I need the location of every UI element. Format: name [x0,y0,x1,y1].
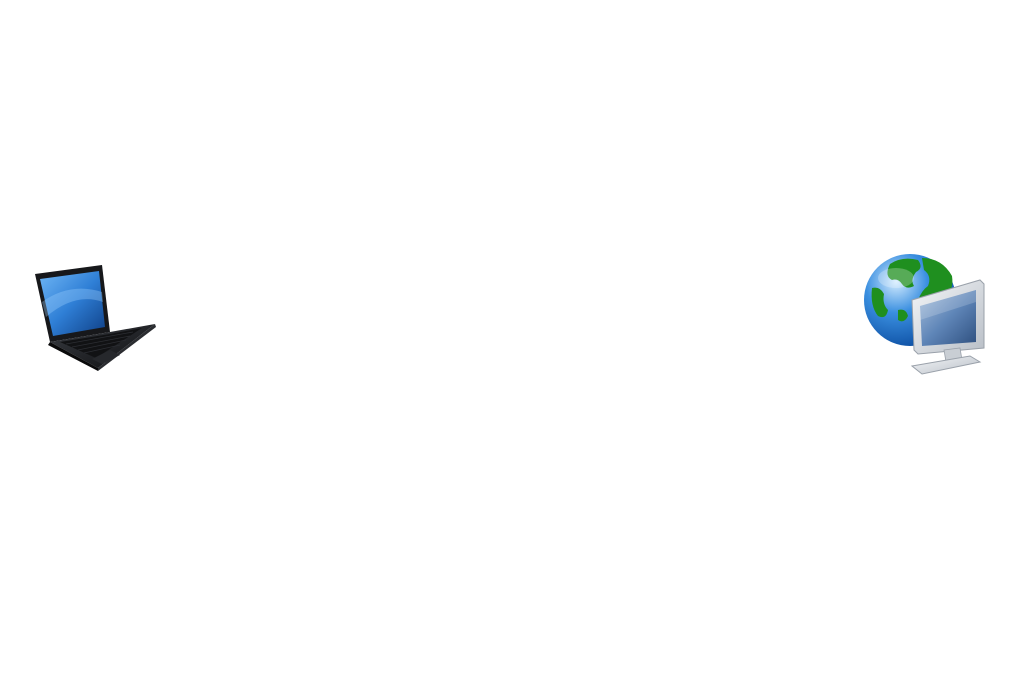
laptop-node [30,262,160,372]
internet-computer-node [862,250,990,378]
laptop-icon [35,265,156,371]
globe-monitor-icon [864,254,985,375]
